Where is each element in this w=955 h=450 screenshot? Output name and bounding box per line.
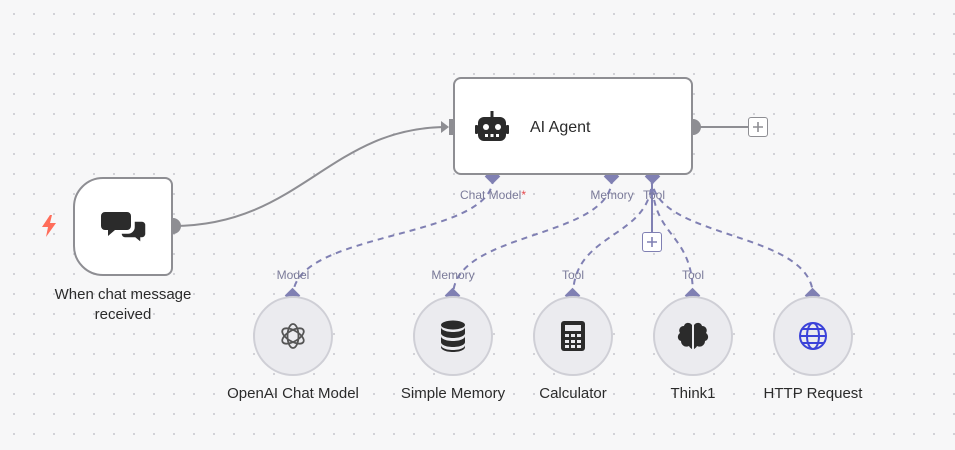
calculator-icon	[561, 321, 585, 351]
agent-title: AI Agent	[530, 119, 591, 136]
connection-tool-http[interactable]	[651, 177, 814, 297]
openai-chat-model-node[interactable]	[253, 296, 333, 376]
http-request-label: HTTP Request	[763, 385, 863, 402]
openai-chat-model-label: OpenAI Chat Model	[227, 385, 359, 402]
memory-port-label: Memory	[590, 188, 634, 202]
main-connection[interactable]	[172, 126, 448, 227]
required-mark: *	[521, 188, 527, 202]
think-label: Think1	[670, 385, 716, 402]
chat-bubbles-icon	[101, 212, 147, 245]
brain-icon	[677, 322, 709, 349]
add-tool-button[interactable]	[642, 232, 662, 252]
connection-memory[interactable]	[452, 177, 613, 297]
calculator-node[interactable]	[533, 296, 613, 376]
openai-port-label: Model	[276, 268, 310, 282]
simple-memory-label: Simple Memory	[400, 385, 506, 402]
plus-icon	[647, 237, 657, 247]
trigger-label: When chat message received	[54, 286, 192, 323]
chat-trigger-node[interactable]	[73, 177, 173, 276]
chat-model-port-text: Chat Model	[459, 188, 522, 202]
ai-agent-node[interactable]: AI Agent	[453, 77, 693, 175]
globe-icon	[799, 322, 827, 350]
plus-icon	[753, 122, 763, 132]
chat-model-port-label: Chat Model*	[460, 188, 526, 202]
calculator-label: Calculator	[539, 385, 607, 402]
database-icon	[441, 320, 465, 352]
openai-icon	[281, 323, 305, 349]
http-request-node[interactable]	[773, 296, 853, 376]
memory-node-port-label: Memory	[431, 268, 475, 282]
calculator-port-label: Tool	[561, 268, 585, 282]
lightning-icon	[42, 215, 56, 237]
connection-chat-model[interactable]	[292, 177, 494, 297]
agent-add-next-button[interactable]	[748, 117, 768, 137]
robot-icon	[475, 111, 509, 141]
tool-port-label: Tool	[642, 188, 666, 202]
main-connection-arrow	[441, 121, 449, 133]
simple-memory-node[interactable]	[413, 296, 493, 376]
think-node[interactable]	[653, 296, 733, 376]
think-port-label: Tool	[681, 268, 705, 282]
